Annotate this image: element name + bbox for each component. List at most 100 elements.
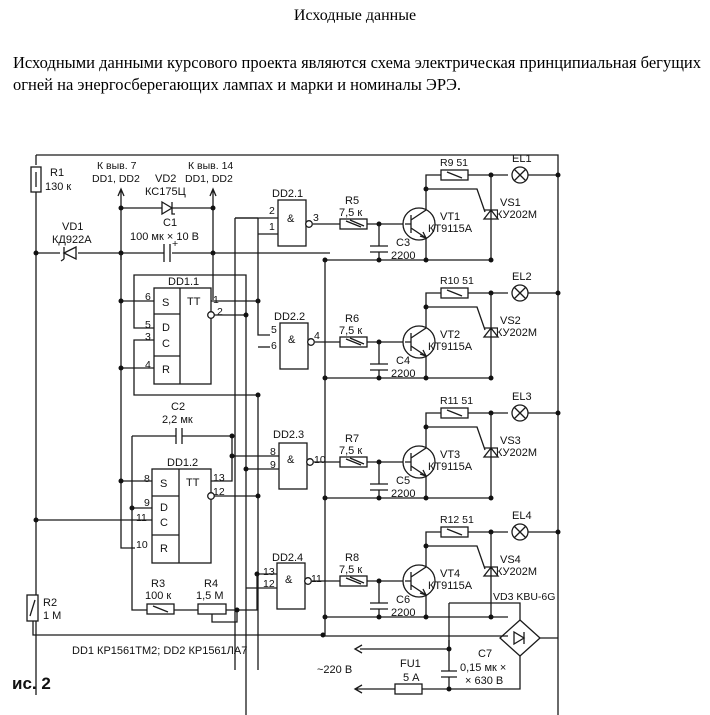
svg-text:C7: C7 — [478, 648, 492, 660]
r8-value: 7,5 к — [339, 564, 362, 576]
vt2-ref: VT2 — [440, 329, 460, 341]
mains-label: ~220 В — [317, 664, 352, 676]
svg-text:2: 2 — [269, 205, 275, 217]
svg-text:S: S — [160, 478, 167, 490]
svg-text:1: 1 — [269, 221, 275, 233]
vs4-type: КУ202М — [496, 566, 537, 578]
svg-text:VD2: VD2 — [155, 173, 176, 185]
c3-ref: C3 — [396, 237, 410, 249]
vs1-ref: VS1 — [500, 197, 521, 209]
svg-text:D: D — [162, 322, 170, 334]
svg-text:&: & — [288, 334, 296, 346]
mains-section: ~220 В FU1 5 А C7 0,15 мк × × 630 В VD3 … — [317, 260, 558, 695]
r5-value: 7,5 к — [339, 207, 362, 219]
svg-text:0,15 мк ×: 0,15 мк × — [460, 662, 506, 674]
el3-ref: EL3 — [512, 391, 532, 403]
r12-label: R12 51 — [440, 514, 474, 526]
svg-text:VD1: VD1 — [62, 221, 83, 233]
svg-text:DD2.1: DD2.1 — [272, 188, 303, 200]
gate-dd2-3: & DD2.3 8 9 10 — [270, 429, 326, 490]
vs1-type: КУ202М — [496, 209, 537, 221]
capacitor-c1: + C1 100 мк × 10 В — [130, 217, 199, 262]
r7-ref: R7 — [345, 433, 359, 445]
resistor-r1: R1 130 к — [30, 166, 71, 193]
vt1-ref: VT1 — [440, 211, 460, 223]
svg-text:8: 8 — [144, 473, 150, 485]
svg-text:S: S — [162, 297, 169, 309]
resistor-r3: R3 100 к — [145, 578, 175, 615]
c3-value: 2200 — [391, 250, 415, 262]
supply-note-pin14: К выв. 14 — [188, 160, 233, 172]
svg-text:13: 13 — [213, 472, 225, 484]
svg-text:12: 12 — [213, 486, 225, 498]
vt3-ref: VT3 — [440, 449, 460, 461]
page-heading: Исходные данные — [293, 7, 417, 24]
svg-text:DD2.3: DD2.3 — [273, 429, 304, 441]
resistor-r2: R2 1 М — [26, 594, 61, 622]
svg-text:&: & — [285, 574, 293, 586]
gate-dd2-4: & DD2.4 13 12 11 — [263, 552, 322, 610]
svg-text:C: C — [162, 338, 170, 350]
svg-text:VD3 KBU-6G: VD3 KBU-6G — [493, 591, 555, 603]
svg-text:5 А: 5 А — [403, 672, 420, 684]
c6-value: 2200 — [391, 607, 415, 619]
svg-text:100 мк × 10 В: 100 мк × 10 В — [130, 231, 199, 243]
vt3-type: КТ9115А — [428, 461, 473, 473]
capacitor-c6 — [370, 581, 388, 617]
svg-text:R4: R4 — [204, 578, 218, 590]
svg-text:6: 6 — [271, 340, 277, 352]
svg-text:+: + — [172, 238, 178, 250]
r1-value: 130 к — [45, 181, 71, 193]
r11-label: R11 51 — [440, 395, 473, 407]
vt1-type: КТ9115А — [428, 223, 473, 235]
r6-value: 7,5 к — [339, 325, 362, 337]
svg-text:2: 2 — [217, 306, 223, 318]
svg-text:КС175Ц: КС175Ц — [145, 186, 186, 198]
svg-text:1,5 М: 1,5 М — [196, 590, 224, 602]
gate-dd2-2: & DD2.2 5 6 4 — [271, 311, 320, 370]
svg-text:C: C — [160, 517, 168, 529]
svg-text:TT: TT — [186, 477, 200, 489]
figure-label: ис. 2 — [12, 674, 51, 693]
c6-ref: C6 — [396, 594, 410, 606]
svg-text:DD2.2: DD2.2 — [274, 311, 305, 323]
vs4-ref: VS4 — [500, 554, 521, 566]
c5-value: 2200 — [391, 488, 415, 500]
svg-text:11: 11 — [136, 512, 147, 524]
zener-vd2: VD2 КС175Ц — [121, 173, 213, 216]
svg-text:R: R — [160, 543, 168, 555]
r5-ref: R5 — [345, 195, 359, 207]
svg-text:4: 4 — [145, 359, 151, 371]
c4-value: 2200 — [391, 368, 415, 380]
c4-ref: C4 — [396, 355, 410, 367]
capacitor-c4 — [370, 342, 388, 378]
svg-text:DD1.2: DD1.2 — [167, 457, 198, 469]
vs2-type: КУ202М — [496, 327, 537, 339]
svg-text:11: 11 — [311, 573, 322, 585]
svg-text:5: 5 — [271, 324, 277, 336]
svg-text:1: 1 — [213, 294, 219, 306]
capacitor-c5 — [370, 462, 388, 498]
svg-text:5: 5 — [145, 319, 151, 331]
svg-text:1 М: 1 М — [43, 610, 61, 622]
el4-ref: EL4 — [512, 510, 532, 522]
supply-note-pin7-chips: DD1, DD2 — [92, 173, 140, 185]
svg-text:8: 8 — [270, 446, 276, 458]
svg-text:4: 4 — [314, 330, 320, 342]
svg-text:10: 10 — [314, 454, 326, 466]
thyristor-vs3 — [426, 413, 500, 498]
svg-text:DD2.4: DD2.4 — [272, 552, 303, 564]
r7-value: 7,5 к — [339, 445, 362, 457]
thyristor-vs2 — [426, 293, 500, 378]
chip-note: DD1 КР1561ТМ2; DD2 КР1561ЛА7 — [72, 645, 247, 657]
fuse-fu1 — [394, 683, 423, 695]
svg-text:КД922А: КД922А — [52, 234, 92, 246]
r1-ref: R1 — [50, 167, 64, 179]
r10-label: R10 51 — [440, 275, 474, 287]
diode-bridge-vd3 — [499, 619, 541, 657]
vs2-ref: VS2 — [500, 315, 521, 327]
svg-text:9: 9 — [144, 497, 150, 509]
svg-text:2,2 мк: 2,2 мк — [162, 414, 193, 426]
